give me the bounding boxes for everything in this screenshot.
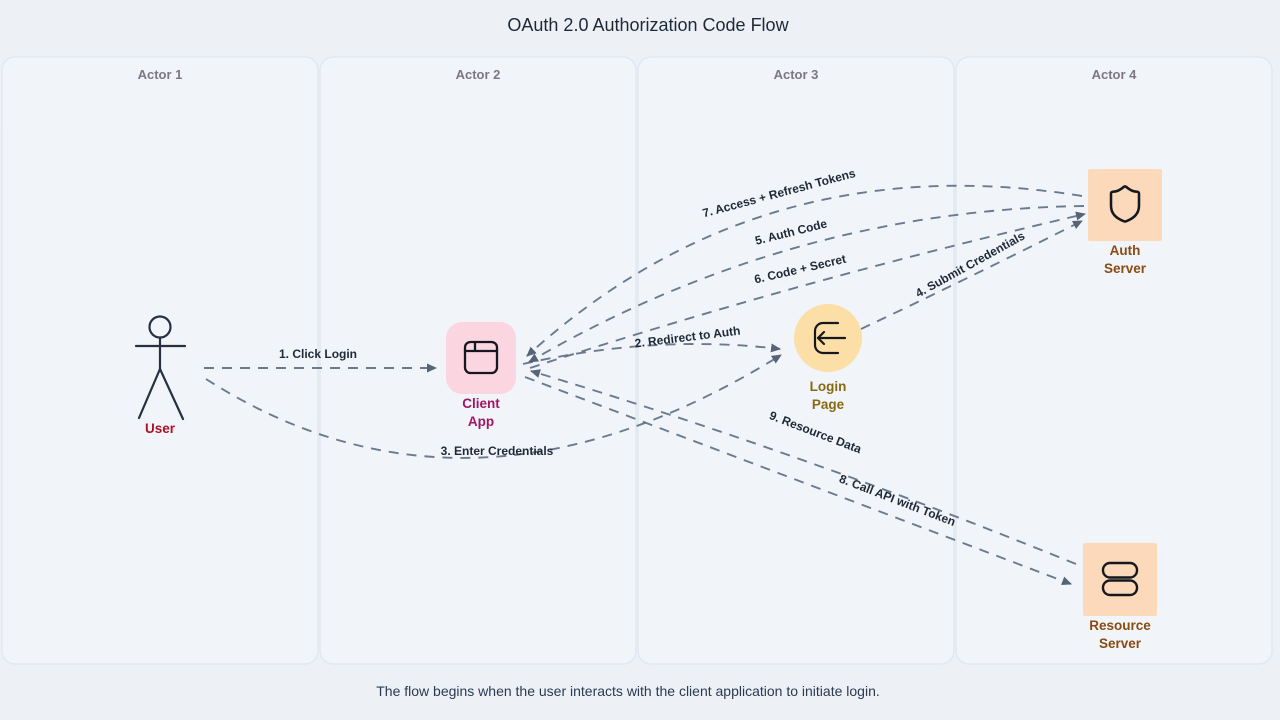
edge-9-resource-data [530, 369, 1077, 565]
login-page-label-2: Page [812, 397, 845, 412]
flow-caption: The flow begins when the user interacts … [376, 683, 880, 699]
resource-server-label-1: Resource [1089, 618, 1151, 633]
auth-server-node: Auth Server [1088, 169, 1162, 276]
edge-2-redirect-to-auth [522, 343, 781, 365]
lane-actor-3 [637, 56, 955, 665]
resource-server-node: Resource Server [1083, 543, 1157, 651]
edge-7-access-refresh-tokens [526, 184, 1083, 357]
edge-label-1: 1. Click Login [279, 347, 357, 361]
server-icon [1101, 561, 1139, 597]
client-app-node: Client App [446, 322, 516, 429]
swimlanes: Actor 1 Actor 2 Actor 3 Actor 4 [1, 56, 1273, 665]
user-label: User [145, 421, 176, 436]
auth-server-label-1: Auth [1110, 243, 1141, 258]
edge-5-auth-code [528, 205, 1085, 363]
edge-label-3: 3. Enter Credentials [441, 444, 554, 458]
lane-label-actor-1: Actor 1 [138, 67, 183, 82]
edges [204, 184, 1086, 586]
client-app-label-2: App [468, 414, 494, 429]
user-node: User [134, 315, 187, 436]
resource-server-label-2: Server [1099, 636, 1142, 651]
shield-icon [1109, 185, 1141, 223]
lane-label-actor-2: Actor 2 [456, 67, 501, 82]
stick-figure-icon [134, 315, 187, 421]
app-window-icon [463, 340, 499, 375]
auth-server-shape [1088, 169, 1162, 241]
client-app-shape [446, 322, 516, 394]
edge-6-code-secret [529, 211, 1086, 369]
lane-actor-4 [955, 56, 1273, 665]
edge-3-enter-credentials [205, 354, 782, 459]
login-page-label-1: Login [810, 379, 847, 394]
lane-label-actor-4: Actor 4 [1092, 67, 1138, 82]
client-app-label-1: Client [462, 396, 500, 411]
login-icon [813, 321, 847, 355]
lane-label-actor-3: Actor 3 [774, 67, 819, 82]
edge-8-call-api [524, 376, 1072, 586]
login-page-node: Login Page [794, 304, 862, 412]
page-title: OAuth 2.0 Authorization Code Flow [507, 15, 789, 35]
auth-server-label-2: Server [1104, 261, 1147, 276]
